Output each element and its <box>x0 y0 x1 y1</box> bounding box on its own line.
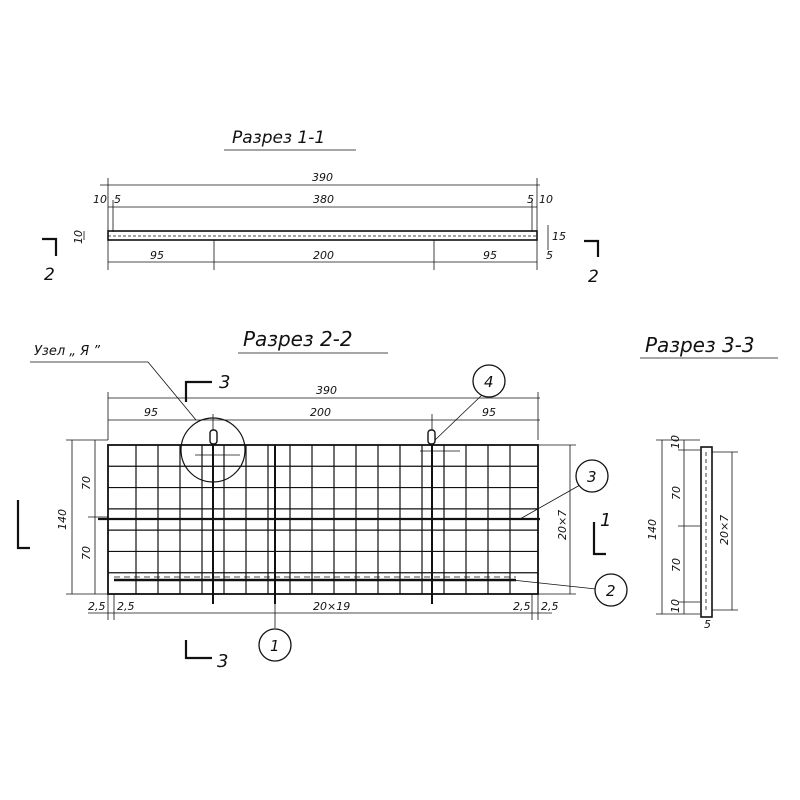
section-2-title: Разрез 2-2 <box>243 327 353 351</box>
callout-3-label: 3 <box>587 468 597 486</box>
cut-marker-left-label: 2 <box>44 265 55 285</box>
dim-height-top: 70 <box>80 476 93 490</box>
dim-seg-left: 95 <box>150 249 164 262</box>
dim-height-bottom: 70 <box>80 546 93 560</box>
cut-marker-bottom <box>184 640 212 660</box>
section-1-1: Разрез 1-1 390 380 10 5 5 10 10 15 5 95 <box>42 128 600 287</box>
node-slot-right <box>427 429 436 445</box>
dim-edge-bl-inner: 2,5 <box>117 600 135 613</box>
callout-3-leader <box>519 484 581 520</box>
node-slot-left <box>209 429 218 445</box>
grating-profile <box>107 230 538 241</box>
section-3-title: Разрез 3-3 <box>645 333 755 357</box>
dim3-bottom-edge: 10 <box>669 599 682 613</box>
callout-4-label: 4 <box>484 373 494 391</box>
dim-seg-mid-2: 200 <box>310 406 331 419</box>
node-leader <box>30 361 197 421</box>
callout-4-leader <box>434 394 483 441</box>
dim-overall-label: 390 <box>312 171 333 184</box>
dim-right-edge-b: 10 <box>539 193 553 206</box>
cut-marker-bottom-label: 3 <box>217 651 228 672</box>
callout-4-circle <box>472 364 506 398</box>
cut-marker-right <box>584 239 600 257</box>
cut-marker-right-label-2: 1 <box>600 510 611 531</box>
dim-seg-mid: 200 <box>313 249 334 262</box>
dim-height-total: 140 <box>56 509 69 530</box>
mesh-grid <box>98 440 540 604</box>
dim-seg-right: 95 <box>483 249 497 262</box>
section-3-3: Разрез 3-3 140 10 70 70 10 5 20×7 <box>640 333 778 631</box>
node-label: Узел „ Я ” <box>34 344 100 359</box>
cut-marker-left <box>42 237 58 256</box>
dim-overall-2-label: 390 <box>316 384 337 397</box>
dim-edge-br-outer: 2,5 <box>541 600 559 613</box>
callout-2-leader <box>511 579 597 590</box>
dim-seg-right-2: 95 <box>482 406 496 419</box>
callout-2-circle <box>594 573 628 607</box>
dim-seg-left-2: 95 <box>144 406 158 419</box>
dim3-lower: 70 <box>670 558 683 572</box>
callout-1-circle <box>258 628 292 662</box>
section-2-2: Разрез 2-2 Узел „ Я ” 3 390 95 200 95 <box>16 327 628 672</box>
dim-right-spacing: 20×7 <box>556 510 569 540</box>
dim3-bottom-small: 5 <box>704 618 711 631</box>
callout-3-circle <box>575 459 609 493</box>
dim-left-height: 10 <box>72 230 85 244</box>
dim-right-edge-a: 5 <box>527 193 534 206</box>
cut-marker-top <box>184 380 212 402</box>
callout-2-label: 2 <box>606 582 616 600</box>
dim3-total: 140 <box>646 519 659 540</box>
dim3-upper: 70 <box>670 486 683 500</box>
cut-marker-right-label: 2 <box>588 267 599 287</box>
section-1-title: Разрез 1-1 <box>232 128 325 148</box>
dim-edge-br-inner: 2,5 <box>513 600 531 613</box>
cut-marker-top-label: 3 <box>219 372 230 393</box>
dim-left-edge-a: 10 <box>93 193 107 206</box>
section-3-profile <box>700 446 713 618</box>
dim-right-height-a: 15 <box>552 230 566 243</box>
cut-marker-left-2 <box>16 500 30 550</box>
dim-left-edge-b: 5 <box>114 193 121 206</box>
dim3-spacing: 20×7 <box>718 515 731 545</box>
dim-right-height-b: 5 <box>546 249 553 262</box>
dim-bottom-spacing: 20×19 <box>313 600 350 613</box>
callout-1-label: 1 <box>270 637 280 655</box>
node-circle <box>180 417 246 483</box>
cut-marker-right-2 <box>592 522 606 556</box>
dim3-top-edge: 10 <box>669 435 682 449</box>
dim-edge-bl-outer: 2,5 <box>88 600 106 613</box>
dim-inner-label: 380 <box>313 193 334 206</box>
